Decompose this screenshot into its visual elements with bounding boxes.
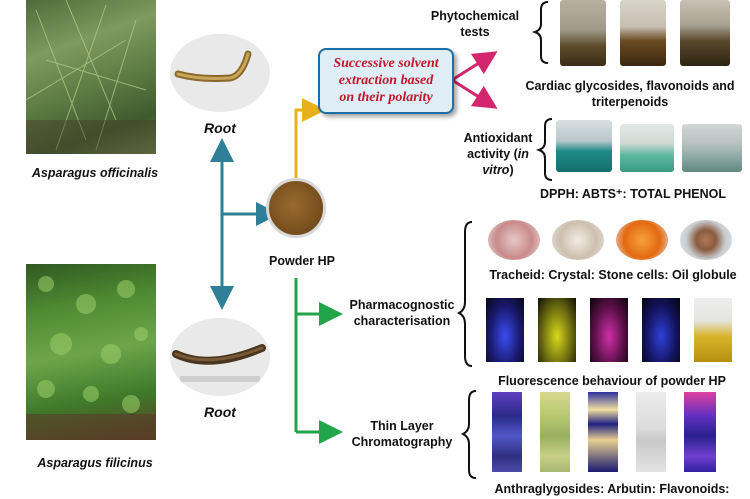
antioxidant-line-2: activity ( [467,147,518,161]
phytochemical-label: Phytochemical tests [420,8,530,40]
tlc-line-1: Thin Layer [370,419,434,433]
tracheid-label: Tracheid: Crystal: Stone cells: Oil glob… [489,268,737,282]
root-label-top: Root [204,120,236,136]
cardiac-line-1: Cardiac glycosides, flavonoids and [525,79,735,93]
antioxidant-line-3: ) [509,163,514,177]
microscopy-thumbs [488,220,738,264]
extraction-link-arrow [294,98,326,178]
powder-hp-label: Powder HP [269,254,335,268]
abts-tubes [620,124,674,172]
oil-globule-thumb [680,220,732,260]
pharmacognostic-line-2: characterisation [353,314,451,328]
root-label-bottom: Root [204,404,236,420]
phytochemical-line-1: Phytochemical [430,9,520,23]
tlc-label: Thin Layer Chromatography [340,418,464,450]
anthra-label: Anthraglygosides: Arbutin: Flavonoids: [494,482,730,496]
dpph-tubes [556,120,612,172]
tlc-plate-2 [540,392,570,472]
plant-name-top: Asparagus officinalis [31,166,159,180]
powder-hp-dish [266,178,326,238]
antiox-link-arrow [451,78,498,109]
antioxidant-line-2-italic: in [517,147,529,161]
plant-name-bottom: Asparagus filicinus [37,456,153,470]
fluorescence-vials [486,298,742,366]
cardiac-label: Cardiac glycosides, flavonoids and trite… [510,78,750,110]
fluor-vial-2 [538,298,576,362]
fluor-vial-4 [642,298,680,362]
phytochemical-vials [560,0,740,68]
antiox-brace [535,118,553,181]
phyto-brace [531,1,549,64]
antioxidant-label: Antioxidant activity (in vitro) [452,130,544,178]
fluorescence-label: Fluorescence behaviour of powder HP [498,374,726,388]
stone-cells-thumb [616,220,668,260]
extraction-line-3: on their polarity [339,90,433,105]
tlc-plate-5 [684,392,716,472]
dpph-label: DPPH: ABTS⁺: TOTAL PHENOL [540,187,726,201]
crystal-thumb [552,220,604,260]
root-photo-bottom [170,318,270,396]
tracheid-thumb [488,220,540,260]
vial-2 [620,0,666,66]
extraction-line-1: Successive solvent [333,56,439,71]
phytochemical-line-2: tests [460,25,490,39]
extraction-text: Successive solvent extraction based on t… [320,50,452,106]
vial-3 [680,0,730,66]
antioxidant-line-1: Antioxidant [463,131,533,145]
tlc-line-2: Chromatography [351,435,453,449]
extraction-box: Successive solvent extraction based on t… [318,48,454,114]
asparagus-officinalis-photo [26,0,156,154]
pharma-brace [456,221,473,367]
fluor-vial-5 [694,298,732,362]
phyto-link-arrow [451,51,498,82]
vial-1 [560,0,606,66]
fluor-vial-3 [590,298,628,362]
pharmacognostic-label: Pharmacognostic characterisation [340,297,464,329]
asparagus-filicinus-photo [26,264,156,440]
root-photo-top [170,34,270,112]
tlc-plate-3 [588,392,618,472]
phenol-tubes [682,124,742,172]
pharmacognostic-line-1: Pharmacognostic [349,298,455,312]
tlc-plates [486,392,742,474]
fluor-vial-1 [486,298,524,362]
tlc-brace [460,390,477,479]
tlc-plate-1 [492,392,522,472]
tlc-plate-4 [636,392,666,472]
cardiac-line-2: triterpenoids [591,95,669,109]
antioxidant-tubes [556,120,746,176]
antioxidant-line-3-italic: vitro [482,163,510,177]
extraction-line-2: extraction based [338,73,434,88]
